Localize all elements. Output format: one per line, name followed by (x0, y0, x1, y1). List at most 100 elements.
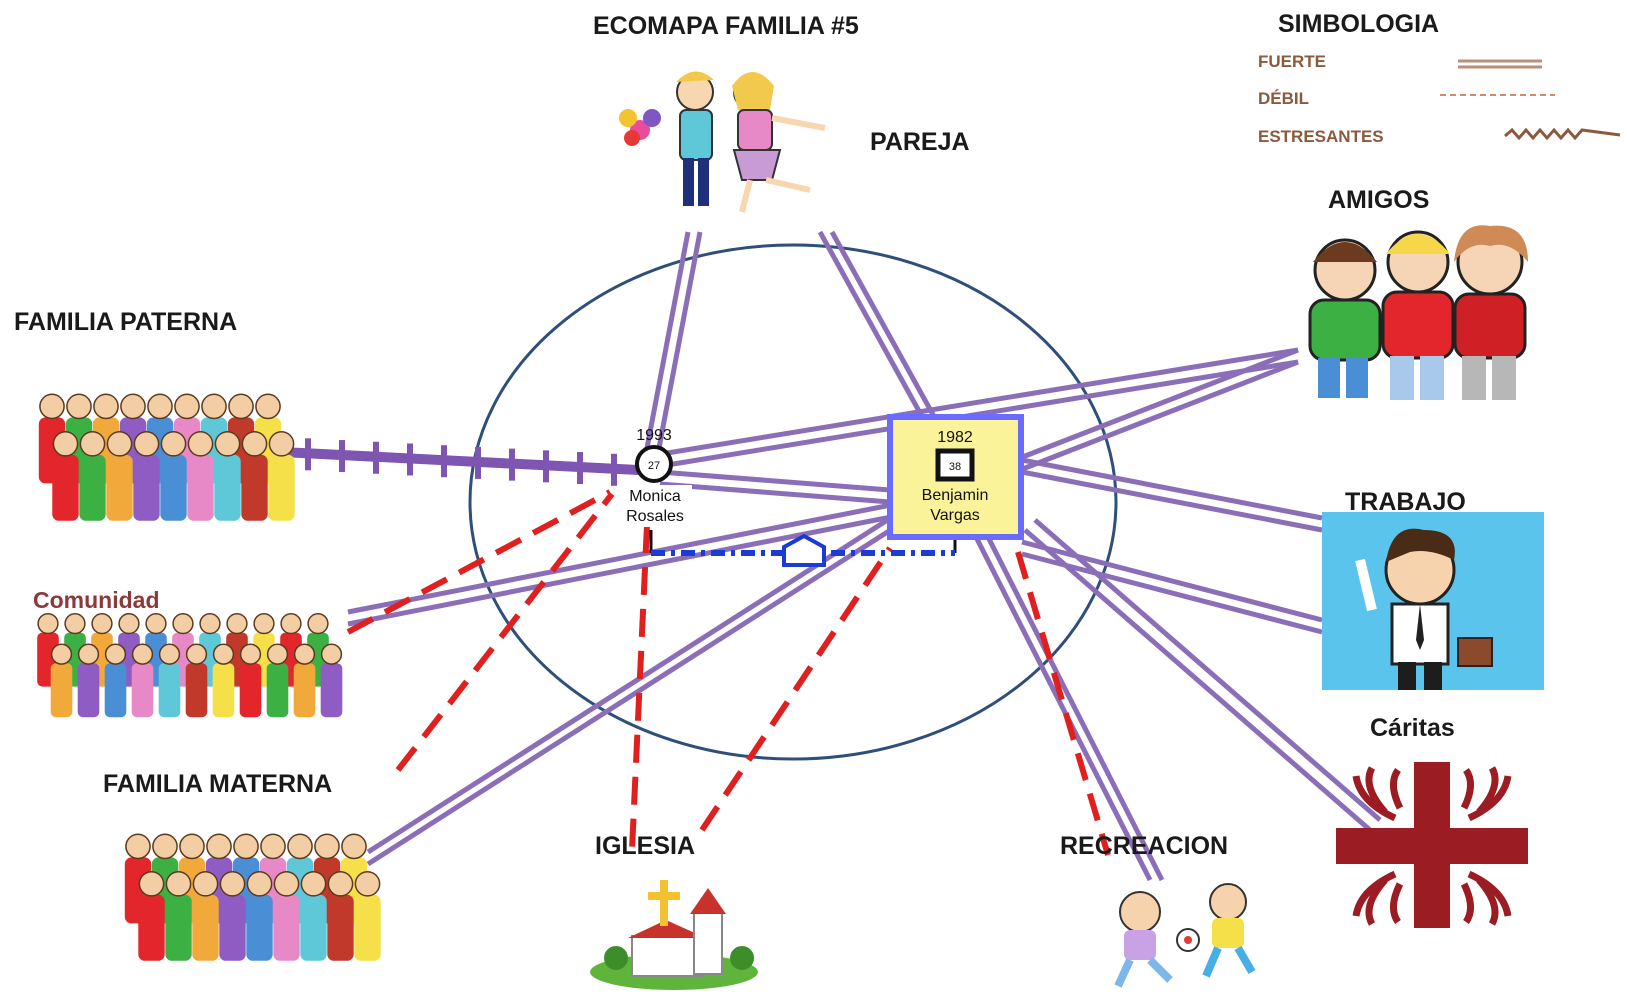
person-figure-head (266, 643, 289, 665)
person-figure-head (239, 643, 262, 665)
person-figure-head (300, 870, 327, 897)
person-figure-head (66, 393, 92, 420)
union-line (649, 530, 957, 567)
person-figure-head (106, 430, 133, 457)
weak-line-iglesia-monica (629, 524, 650, 851)
diagram-title: ECOMAPA FAMILIA #5 (593, 12, 859, 40)
label-caritas: Cáritas (1370, 714, 1455, 742)
person-figure-body (327, 894, 354, 961)
legend-weak-label: DÉBIL (1258, 89, 1309, 108)
person-figure-body (165, 894, 192, 961)
person-figure-head (39, 393, 65, 420)
person-figure-head (199, 612, 221, 635)
female-symbol (635, 445, 673, 483)
person-figure-body (354, 894, 381, 961)
person-figure-body (192, 894, 219, 961)
person-figure-body (185, 663, 208, 718)
person-figure-body (187, 454, 214, 521)
church-illustration (590, 880, 758, 990)
person-figure-head (307, 612, 329, 635)
person-figure-body (79, 454, 106, 521)
weak-line-recreacion (1015, 551, 1111, 856)
person-figure-head (354, 870, 381, 897)
benjamin-age: 38 (949, 461, 961, 473)
person-figure-head (79, 430, 106, 457)
person-figure-body (106, 454, 133, 521)
person-figure-head (187, 430, 214, 457)
weak-lines (346, 489, 1111, 856)
paternal-family-illustration (38, 393, 295, 521)
line-materna-benjamin (366, 509, 902, 867)
person-figure-head (253, 612, 275, 635)
family-circle (468, 243, 1118, 761)
line-pareja-monica (644, 231, 703, 449)
couple-illustration (619, 71, 826, 213)
person-figure-body (293, 663, 316, 718)
person-figure-body (219, 894, 246, 961)
person-figure-head (255, 393, 281, 420)
label-amigos: AMIGOS (1328, 186, 1430, 214)
stressful-line-paterna (281, 438, 639, 486)
label-pareja: PAREJA (870, 128, 970, 156)
person-figure-body (52, 454, 79, 521)
person-figure-head (138, 870, 165, 897)
person-benjamin: 1982 38 Benjamin Vargas (887, 414, 1024, 540)
benjamin-name-2: Vargas (930, 507, 980, 524)
person-figure-head (37, 612, 59, 635)
male-symbol (935, 448, 975, 482)
community-illustration (37, 612, 343, 718)
work-illustration (1322, 512, 1544, 690)
person-figure-head (192, 870, 219, 897)
person-figure-body (268, 454, 295, 521)
person-figure-head (228, 393, 254, 420)
label-familia-materna: FAMILIA MATERNA (103, 770, 333, 798)
person-figure-head (280, 612, 302, 635)
person-figure-head (131, 643, 154, 665)
person-figure-body (266, 663, 289, 718)
person-figure-head (320, 643, 343, 665)
person-figure-head (93, 393, 119, 420)
person-figure-head (341, 833, 367, 860)
person-figure-head (118, 612, 140, 635)
person-figure-head (120, 393, 146, 420)
person-figure-body (273, 894, 300, 961)
person-figure-head (160, 430, 187, 457)
person-figure-body (246, 894, 273, 961)
maternal-family-illustration (124, 833, 381, 961)
person-figure-head (133, 430, 160, 457)
person-figure-head (147, 393, 173, 420)
label-familia-paterna: FAMILIA PATERNA (14, 308, 238, 336)
person-figure-head (174, 393, 200, 420)
line-caritas-benjamin (1023, 518, 1382, 832)
person-figure-head (52, 430, 79, 457)
weak-line-comunidad (346, 489, 612, 635)
person-figure-head (293, 643, 316, 665)
person-figure-body (241, 454, 268, 521)
person-figure-body (133, 454, 160, 521)
person-figure-head (64, 612, 86, 635)
person-figure-body (320, 663, 343, 718)
benjamin-year: 1982 (937, 429, 973, 446)
line-trabajo-benjamin-a (1021, 457, 1323, 533)
line-recreacion-benjamin (972, 533, 1165, 882)
person-figure-head (260, 833, 286, 860)
person-figure-body (212, 663, 235, 718)
line-amigos-benjamin (1019, 347, 1299, 473)
person-figure-body (214, 454, 241, 521)
person-figure-body (158, 663, 181, 718)
person-figure-head (273, 870, 300, 897)
person-figure-head (185, 643, 208, 665)
line-monica-benjamin (659, 469, 891, 505)
person-figure-head (212, 643, 235, 665)
legend-title: SIMBOLOGIA (1278, 10, 1439, 38)
benjamin-name-1: Benjamin (922, 487, 989, 504)
person-figure-head (104, 643, 127, 665)
person-figure-head (226, 612, 248, 635)
person-figure-head (206, 833, 232, 860)
person-figure-head (246, 870, 273, 897)
legend: SIMBOLOGIA FUERTE DÉBIL ESTRESANTES (1258, 10, 1621, 146)
strong-lines (347, 230, 1382, 882)
weak-line-iglesia-benjamin (699, 546, 893, 832)
legend-stress-sample (1504, 127, 1621, 141)
legend-strong-sample (1458, 59, 1542, 69)
